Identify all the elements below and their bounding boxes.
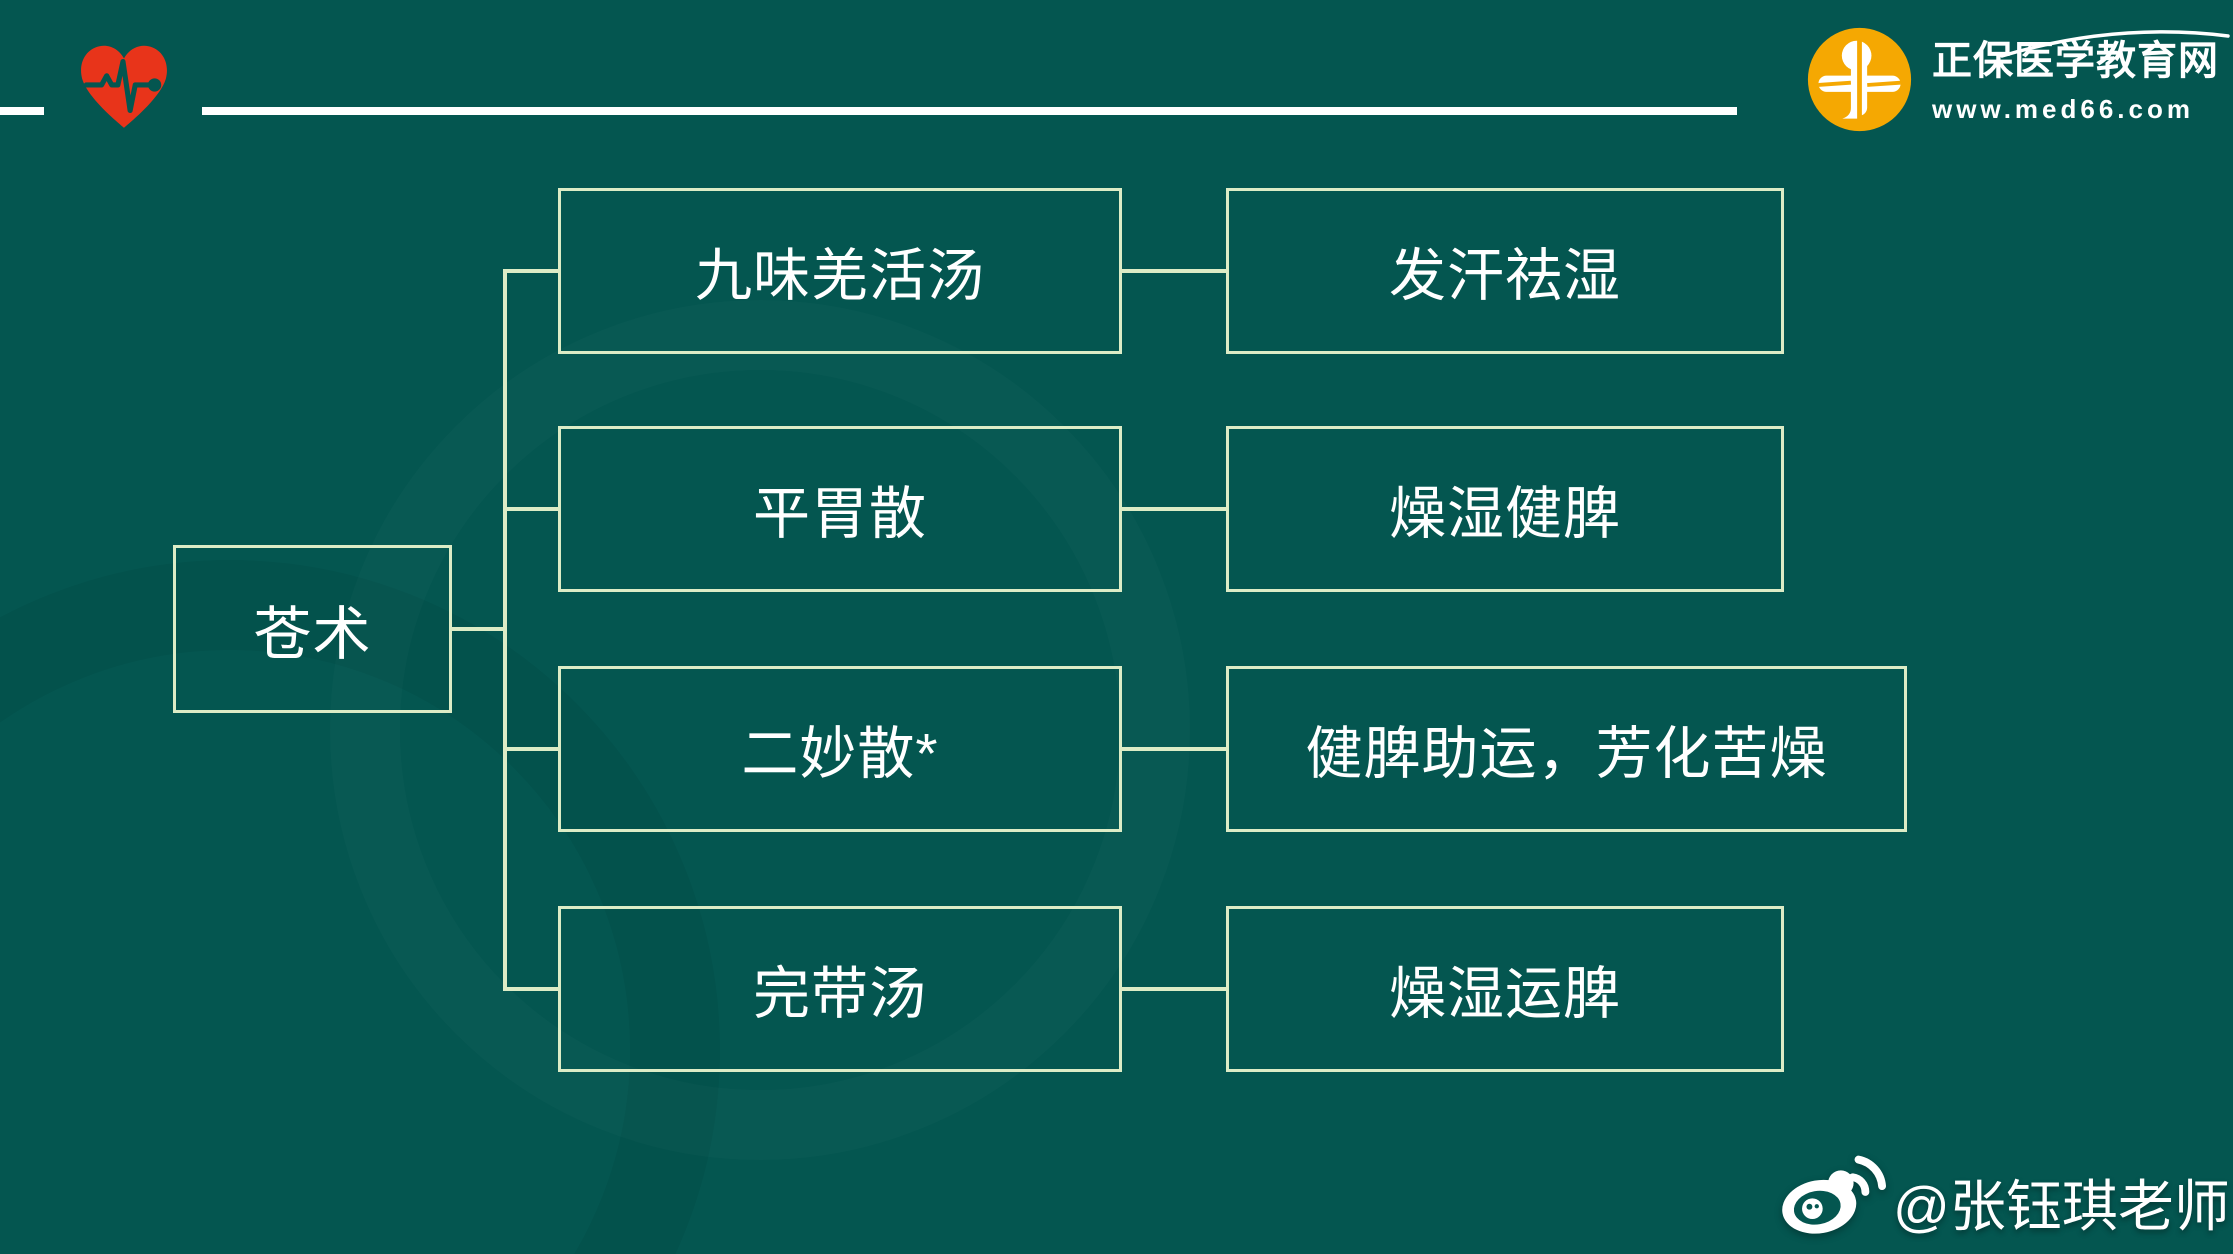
pair-connector-1 — [1122, 269, 1226, 273]
trunk-line — [503, 269, 507, 991]
function-node: 发汗祛湿 — [1226, 188, 1784, 354]
formula-node: 二妙散* — [558, 666, 1122, 832]
zhengbao-cross-icon — [1806, 26, 1913, 133]
function-node: 燥湿健脾 — [1226, 426, 1784, 592]
formula-label: 九味羌活汤 — [695, 244, 985, 308]
pair-connector-4 — [1122, 987, 1226, 991]
branch-connector-1 — [507, 269, 558, 273]
formula-node: 九味羌活汤 — [558, 188, 1122, 354]
root-node-label: 苍术 — [253, 602, 372, 667]
site-name: 正保医学教育网 — [1932, 39, 2219, 83]
function-label: 燥湿健脾 — [1389, 482, 1621, 546]
branch-connector-4 — [507, 987, 558, 991]
header-divider-right — [202, 107, 1737, 115]
site-url: www.med66.com — [1932, 94, 2194, 124]
site-branding: 正保医学教育网 www.med66.com — [1932, 36, 2232, 125]
pair-connector-3 — [1122, 747, 1226, 751]
root-node-herb: 苍术 — [173, 545, 452, 713]
logo-arc-decoration — [2000, 30, 2230, 58]
root-connector — [452, 627, 505, 631]
function-label: 燥湿运脾 — [1389, 962, 1621, 1026]
branch-connector-2 — [507, 507, 558, 511]
header-divider-left — [0, 107, 44, 115]
function-node: 燥湿运脾 — [1226, 906, 1784, 1072]
watermark-handle: @张钰琪老师 — [1893, 1175, 2230, 1238]
formula-label: 平胃散 — [753, 482, 927, 546]
weibo-icon — [1778, 1145, 1886, 1240]
formula-label: 二妙散* — [741, 722, 939, 786]
formula-label: 完带汤 — [753, 962, 927, 1026]
function-label: 健脾助运，芳化苦燥 — [1305, 722, 1828, 786]
formula-node: 完带汤 — [558, 906, 1122, 1072]
formula-node: 平胃散 — [558, 426, 1122, 592]
pair-connector-2 — [1122, 507, 1226, 511]
branch-connector-3 — [507, 747, 558, 751]
heart-pulse-icon — [73, 36, 175, 138]
function-label: 发汗祛湿 — [1389, 244, 1621, 308]
function-node: 健脾助运，芳化苦燥 — [1226, 666, 1907, 832]
